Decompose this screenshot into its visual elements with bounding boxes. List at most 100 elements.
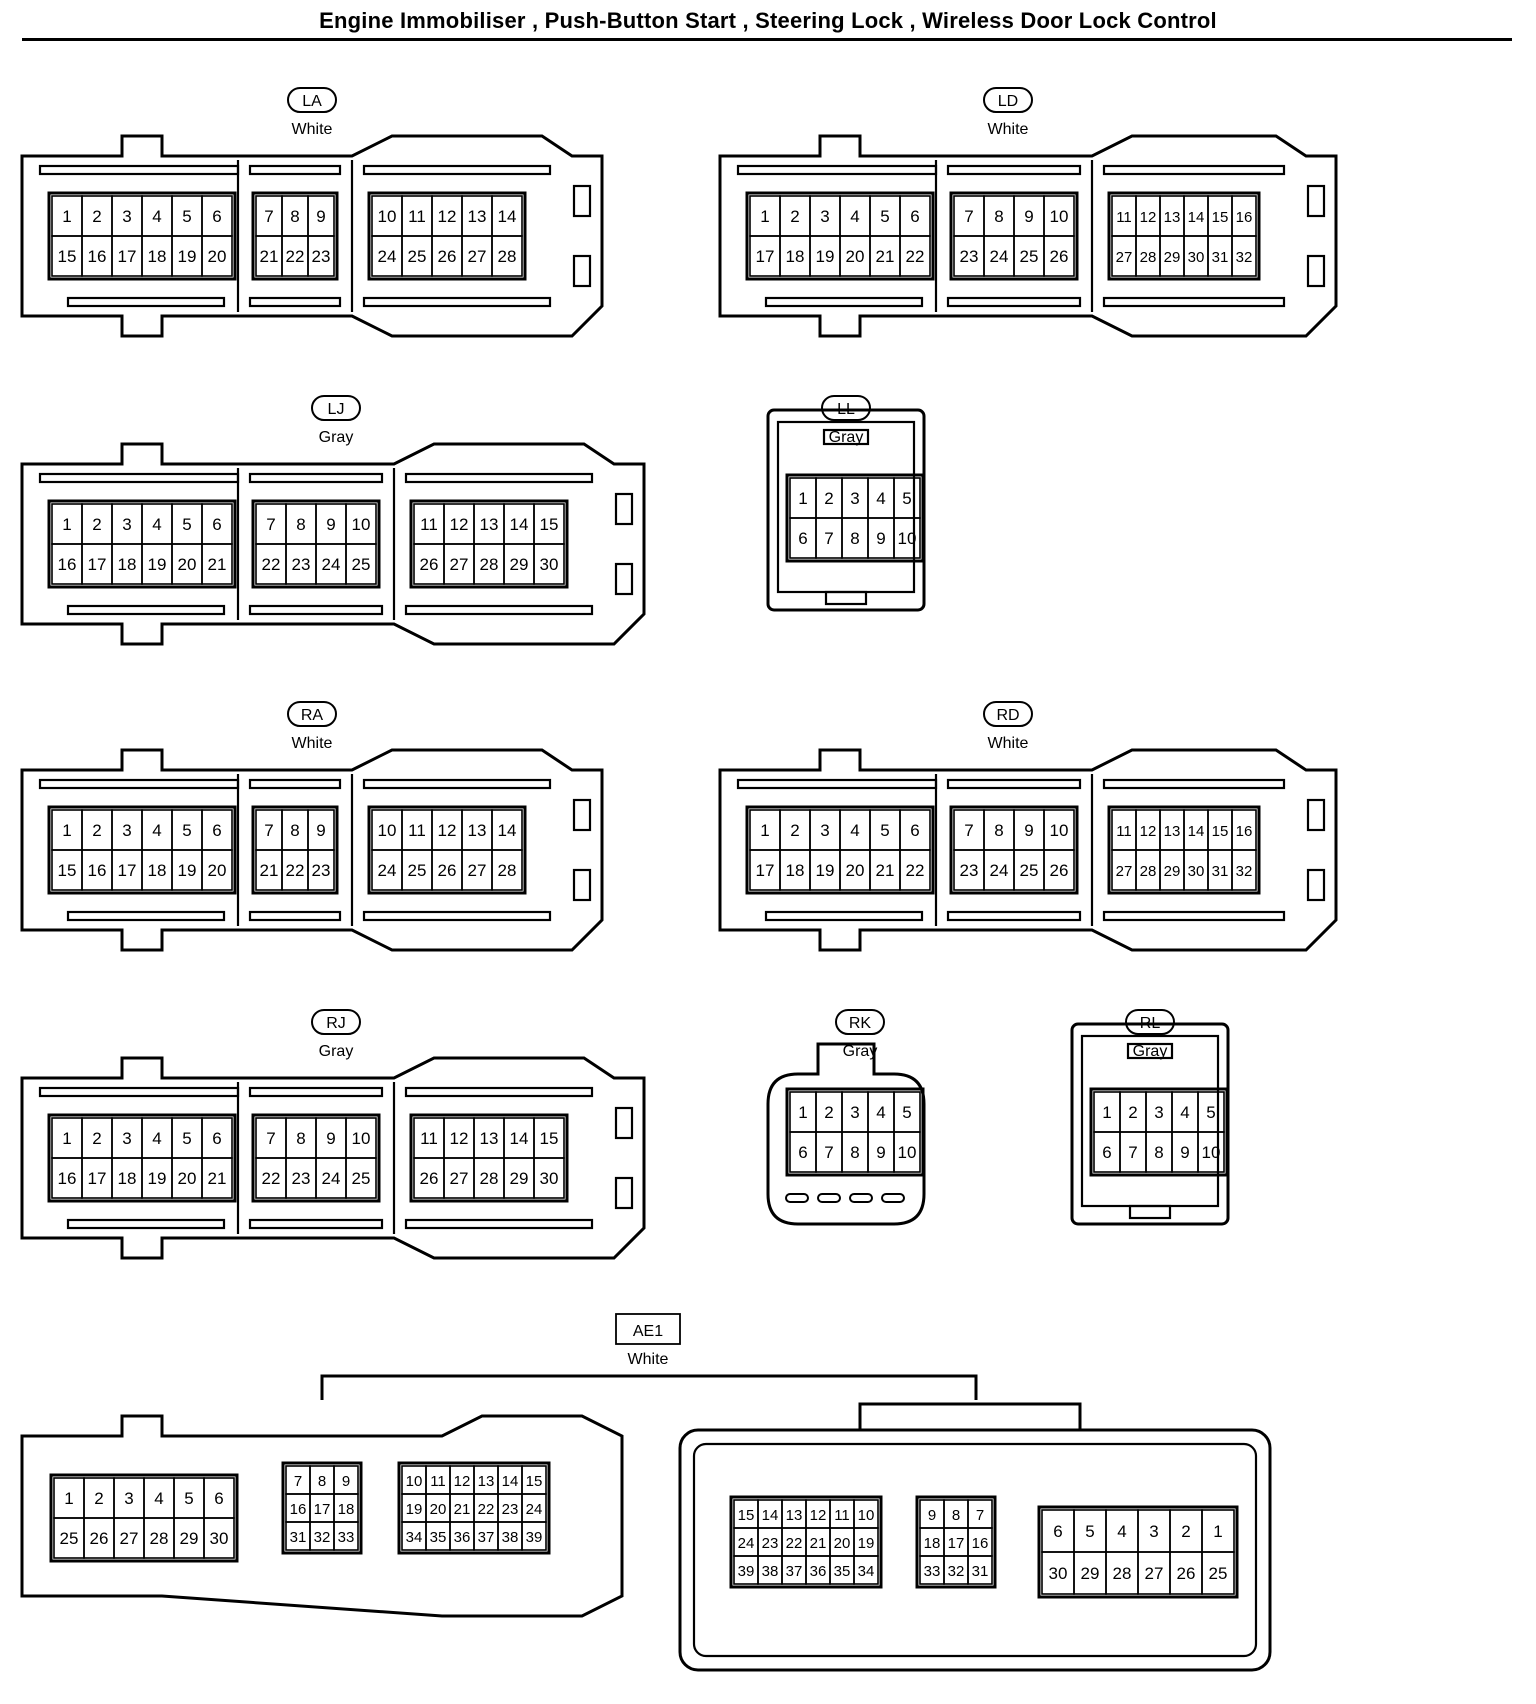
pin-number: 1 <box>1213 1522 1222 1541</box>
pin-number: 11 <box>430 1473 446 1490</box>
pin-number: 23 <box>312 861 331 880</box>
pin-number: 27 <box>1116 863 1133 880</box>
pin-number: 30 <box>1049 1564 1068 1583</box>
pin-number: 11 <box>420 1129 438 1148</box>
pin-number: 12 <box>438 821 457 840</box>
pin-number: 9 <box>1180 1143 1189 1162</box>
pin-number: 17 <box>88 1169 107 1188</box>
pin-number: 3 <box>122 1129 131 1148</box>
pin-number: 21 <box>208 1169 227 1188</box>
pin-number: 31 <box>1212 249 1229 266</box>
pin-number: 15 <box>540 515 559 534</box>
pin-number: 28 <box>150 1529 169 1548</box>
pin-number: 25 <box>60 1529 79 1548</box>
pin-number: 28 <box>498 861 517 880</box>
pin-cell <box>203 1517 235 1559</box>
pin-number: 18 <box>118 1169 137 1188</box>
pin-number: 7 <box>964 207 973 226</box>
pin-number: 20 <box>178 1169 197 1188</box>
pin-number: 7 <box>1128 1143 1137 1162</box>
pin-number: 32 <box>948 1563 965 1580</box>
pin-number: 37 <box>786 1563 803 1580</box>
pin-number: 13 <box>478 1473 495 1490</box>
pin-number: 24 <box>322 555 341 574</box>
page-title: Engine Immobiliser , Push-Button Start ,… <box>319 8 1217 33</box>
pin-number: 5 <box>902 489 911 508</box>
pin-number: 24 <box>738 1535 755 1552</box>
pin-number: 19 <box>816 247 835 266</box>
pin-cell <box>201 849 233 891</box>
pin-number: 29 <box>180 1529 199 1548</box>
pin-number: 16 <box>58 555 77 574</box>
pin-number: 2 <box>92 515 101 534</box>
pin-number: 16 <box>88 247 107 266</box>
pin-number: 9 <box>1024 821 1033 840</box>
pin-number: 1 <box>62 1129 71 1148</box>
pin-number: 33 <box>924 1563 941 1580</box>
pin-number: 6 <box>212 821 221 840</box>
pin-number: 22 <box>286 861 305 880</box>
connector-code: LA <box>302 93 322 110</box>
connector-code: LJ <box>328 401 345 418</box>
pin-number: 1 <box>798 1103 807 1122</box>
pin-number: 6 <box>1053 1522 1062 1541</box>
pin-number: 24 <box>990 247 1009 266</box>
pin-number: 8 <box>296 515 305 534</box>
pin-number: 8 <box>850 1143 859 1162</box>
pin-number: 18 <box>924 1535 941 1552</box>
pin-cell <box>1231 235 1257 277</box>
connector-code: RD <box>996 707 1019 724</box>
pin-cell <box>533 543 565 585</box>
pin-number: 32 <box>1236 863 1253 880</box>
pin-number: 18 <box>148 247 167 266</box>
pin-number: 27 <box>450 555 469 574</box>
connector-code: RA <box>301 707 324 724</box>
pin-cell <box>967 1555 993 1585</box>
pin-number: 23 <box>312 247 331 266</box>
pin-number: 27 <box>1145 1564 1164 1583</box>
pin-number: 28 <box>1140 863 1157 880</box>
pin-cell <box>1201 1551 1235 1595</box>
pin-number: 29 <box>1164 249 1181 266</box>
pin-cell <box>893 1131 921 1173</box>
pin-number: 4 <box>152 1129 161 1148</box>
pin-number: 8 <box>296 1129 305 1148</box>
pin-number: 7 <box>824 529 833 548</box>
pin-number: 21 <box>876 247 895 266</box>
pin-number: 24 <box>378 247 397 266</box>
connector-color: White <box>988 735 1029 752</box>
pin-number: 2 <box>94 1489 103 1508</box>
pin-number: 36 <box>810 1563 827 1580</box>
pin-number: 18 <box>148 861 167 880</box>
pin-number: 15 <box>540 1129 559 1148</box>
pin-number: 11 <box>420 515 438 534</box>
pin-number: 13 <box>468 207 487 226</box>
pin-number: 13 <box>1164 209 1181 226</box>
pin-number: 21 <box>260 247 279 266</box>
pin-number: 25 <box>408 861 427 880</box>
pin-cell <box>333 1521 359 1551</box>
pin-number: 11 <box>1116 209 1132 226</box>
pin-number: 23 <box>960 861 979 880</box>
pin-number: 27 <box>468 247 487 266</box>
connector-color: Gray <box>843 1043 878 1060</box>
pin-number: 4 <box>152 515 161 534</box>
pin-number: 18 <box>786 861 805 880</box>
pin-number: 9 <box>342 1473 350 1490</box>
pin-number: 4 <box>152 821 161 840</box>
pin-number: 25 <box>1209 1564 1228 1583</box>
pin-number: 5 <box>182 1129 191 1148</box>
connector-color: Gray <box>1133 1043 1168 1060</box>
pin-number: 10 <box>898 529 917 548</box>
pin-number: 10 <box>1050 821 1069 840</box>
pin-number: 30 <box>1188 249 1205 266</box>
pin-number: 9 <box>316 207 325 226</box>
pin-number: 3 <box>1149 1522 1158 1541</box>
pin-number: 9 <box>876 1143 885 1162</box>
pin-number: 26 <box>90 1529 109 1548</box>
pin-number: 5 <box>182 821 191 840</box>
pin-number: 6 <box>1102 1143 1111 1162</box>
pin-cell <box>307 235 335 277</box>
